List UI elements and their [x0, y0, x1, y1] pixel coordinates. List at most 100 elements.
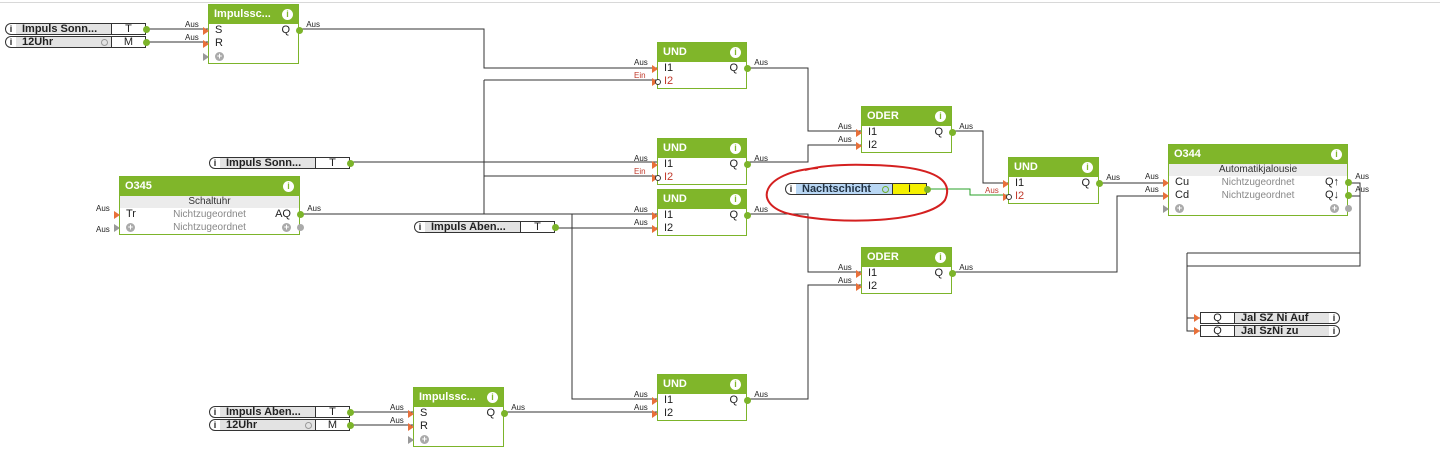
info-icon[interactable]: i — [213, 407, 217, 417]
input-pin[interactable] — [856, 283, 862, 291]
output-pin[interactable] — [501, 410, 508, 417]
info-icon[interactable]: i — [935, 252, 946, 263]
info-icon[interactable]: i — [730, 143, 741, 154]
info-icon[interactable]: i — [730, 379, 741, 390]
input-pin[interactable] — [114, 211, 120, 219]
info-icon[interactable]: i — [213, 158, 217, 168]
wire[interactable] — [746, 67, 861, 132]
info-icon[interactable]: i — [935, 111, 946, 122]
output-pin[interactable] — [949, 129, 956, 136]
info-icon[interactable]: i — [730, 194, 741, 205]
input-pin[interactable] — [1163, 205, 1169, 213]
input-pin[interactable] — [1194, 314, 1200, 322]
add-input-icon[interactable]: + — [215, 50, 224, 61]
block-header[interactable]: Impulssc...i — [414, 388, 503, 407]
info-icon[interactable]: i — [789, 184, 793, 194]
info-icon[interactable]: i — [213, 420, 217, 430]
output-pin[interactable] — [1345, 179, 1352, 186]
output-pin[interactable] — [1345, 205, 1352, 212]
wire[interactable] — [951, 130, 1008, 184]
info-icon[interactable]: i — [9, 37, 13, 47]
output-pin[interactable] — [297, 224, 304, 231]
input-pin[interactable] — [1163, 192, 1169, 200]
output-pin[interactable] — [296, 27, 303, 34]
info-icon[interactable]: i — [730, 47, 741, 58]
input-pin[interactable] — [408, 436, 414, 444]
input-pin[interactable] — [856, 129, 862, 137]
output-pin[interactable] — [924, 186, 931, 193]
info-icon[interactable]: i — [9, 24, 13, 34]
input-pin[interactable] — [652, 225, 658, 233]
input-pin[interactable] — [652, 410, 658, 418]
input-pin[interactable] — [1163, 179, 1169, 187]
input-pin[interactable] — [408, 410, 414, 418]
info-icon[interactable]: i — [1082, 162, 1093, 173]
input-pin[interactable] — [1194, 327, 1200, 335]
info-icon[interactable]: i — [282, 9, 293, 20]
input-pin[interactable] — [652, 161, 658, 169]
add-output-icon[interactable]: + — [1330, 202, 1339, 213]
info-icon[interactable]: i — [1332, 326, 1336, 336]
info-icon[interactable]: i — [283, 181, 294, 192]
input-pin[interactable] — [408, 423, 414, 431]
input-pin[interactable] — [856, 270, 862, 278]
wire[interactable] — [746, 213, 861, 273]
output-pin[interactable] — [744, 161, 751, 168]
output-pin[interactable] — [143, 39, 150, 46]
info-icon[interactable]: i — [1331, 149, 1342, 160]
output-pin[interactable] — [143, 26, 150, 33]
output-pin[interactable] — [744, 212, 751, 219]
add-input-icon[interactable]: + — [1175, 202, 1184, 213]
info-icon[interactable]: i — [487, 392, 498, 403]
output-pin[interactable] — [949, 270, 956, 277]
input-pin[interactable] — [652, 65, 658, 73]
output-pin[interactable] — [347, 160, 354, 167]
input-pin[interactable] — [203, 27, 209, 35]
output-pin[interactable] — [297, 211, 304, 218]
input-pin[interactable] — [203, 53, 209, 61]
wire[interactable] — [571, 214, 657, 400]
input-pin[interactable] — [114, 224, 120, 232]
add-input-icon[interactable]: + — [420, 433, 429, 444]
wire[interactable] — [1186, 182, 1361, 319]
output-pin[interactable] — [1096, 180, 1103, 187]
info-icon[interactable]: i — [1332, 313, 1336, 323]
add-output-icon[interactable]: + — [282, 221, 291, 232]
info-icon[interactable]: i — [418, 222, 422, 232]
input-pin[interactable] — [652, 212, 658, 220]
input-pin[interactable] — [652, 397, 658, 405]
input-pin[interactable] — [1003, 180, 1009, 188]
output-pin[interactable] — [347, 422, 354, 429]
add-input-icon[interactable]: + — [126, 221, 135, 232]
wire[interactable] — [746, 284, 861, 400]
input-pin[interactable] — [203, 40, 209, 48]
wire[interactable] — [746, 144, 861, 163]
output-pin[interactable] — [744, 65, 751, 72]
